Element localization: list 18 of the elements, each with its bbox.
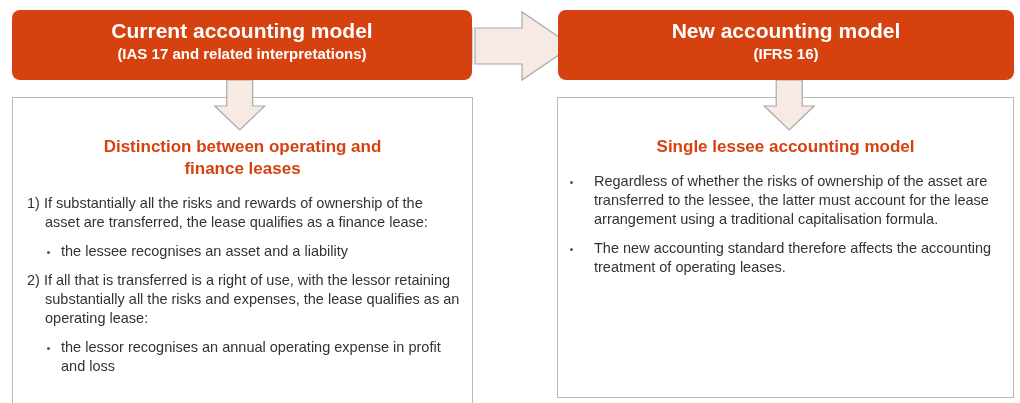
list-item: Regardless of whether the risks of ownership of the asset are transferred to the lessee, the latter must account for the lease arrangement using a traditional capitalisation formula. [594, 173, 989, 227]
header-title: Current accounting model [110, 19, 374, 43]
content-box [12, 97, 473, 403]
header-title: New accounting model [670, 19, 902, 43]
list-item: The new accounting standard therefore affects the accounting treatment of operating leases. [594, 240, 992, 275]
header-subtitle: (IFRS 16) [752, 45, 820, 62]
list-item: the lessor recognises an annual operating expense in profit and loss [61, 339, 441, 374]
content-box [557, 97, 1014, 398]
list-item: 1) If substantially all the risks and rewards of ownership of the asset are transferred, the lease qualifies as a finance lease: [27, 194, 429, 232]
header-subtitle: (IAS 17 and related interpretations) [116, 45, 368, 62]
block-arrow [762, 79, 816, 131]
header-box [12, 10, 472, 80]
section-heading: Distinction between operating and finance leases [102, 136, 383, 180]
block-arrow [213, 79, 267, 131]
list-item: 2) If all that is transferred is a right of use, with the lessor retaining substantially all the risks and expenses, the lease qualifies as an operating lease: [27, 271, 460, 328]
list-item: the lessee recognises an asset and a liability [61, 243, 348, 259]
section-heading: Single lessee accounting model [655, 136, 916, 158]
header-box [558, 10, 1014, 80]
